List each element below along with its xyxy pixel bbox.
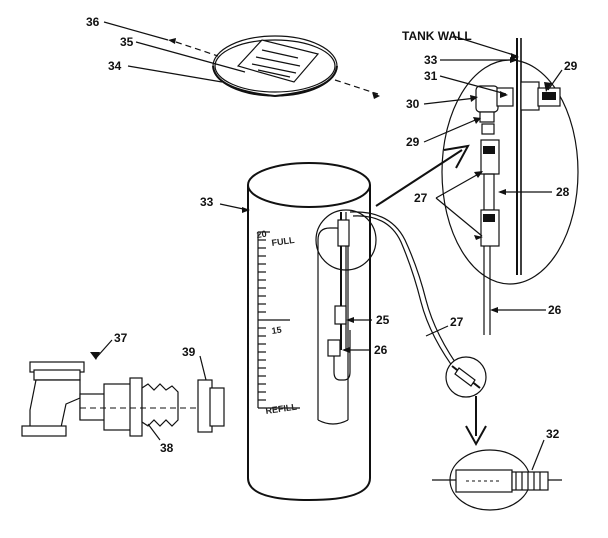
callout-29-lower: 29: [406, 135, 420, 149]
callout-30: 30: [406, 97, 420, 111]
tube-fitting-detail: [445, 356, 487, 398]
overflow-cap-39: [197, 379, 225, 433]
callout-39: 39: [182, 345, 196, 359]
leader-arrowheads: [90, 53, 552, 360]
lid-screw: [168, 38, 380, 99]
callout-36: 36: [86, 15, 100, 29]
tank-wall-heading: TANK WALL: [402, 29, 472, 43]
scale-mid-value: 15: [271, 325, 282, 336]
callout-33-wall: 33: [424, 53, 438, 67]
scale-refill-label: REFILL: [265, 402, 298, 416]
overflow-fitting-38: [79, 377, 196, 437]
instruction-label: [236, 39, 320, 83]
fill-scale: [257, 231, 300, 409]
scale-top-value: 20: [256, 229, 267, 240]
callout-37: 37: [114, 331, 128, 345]
fitting-detail-32: [432, 449, 562, 511]
leader-lines: [95, 21, 563, 471]
tank-wall-detail: [441, 38, 579, 335]
callout-28: 28: [556, 185, 570, 199]
callout-38: 38: [160, 441, 174, 455]
callout-27-tube: 27: [450, 315, 464, 329]
brine-line-tube: [349, 211, 463, 375]
callout-33-tank: 33: [200, 195, 214, 209]
callout-34: 34: [108, 59, 122, 73]
brine-tank: 20 FULL 15 REFILL: [247, 162, 371, 502]
callout-35: 35: [120, 35, 134, 49]
callout-27-wall: 27: [414, 191, 428, 205]
callout-26-wall: 26: [548, 303, 562, 317]
callout-25: 25: [376, 313, 390, 327]
brine-tube-assembly: [315, 209, 377, 381]
scale-full-label: FULL: [271, 235, 296, 248]
callout-32: 32: [546, 427, 560, 441]
callout-29-upper: 29: [564, 59, 578, 73]
detail-arrow-wall: [375, 144, 470, 207]
callout-31: 31: [424, 69, 438, 83]
overflow-elbow-37: [21, 361, 85, 437]
callout-26-tank: 26: [374, 343, 388, 357]
detail-arrow-down: [465, 396, 487, 447]
